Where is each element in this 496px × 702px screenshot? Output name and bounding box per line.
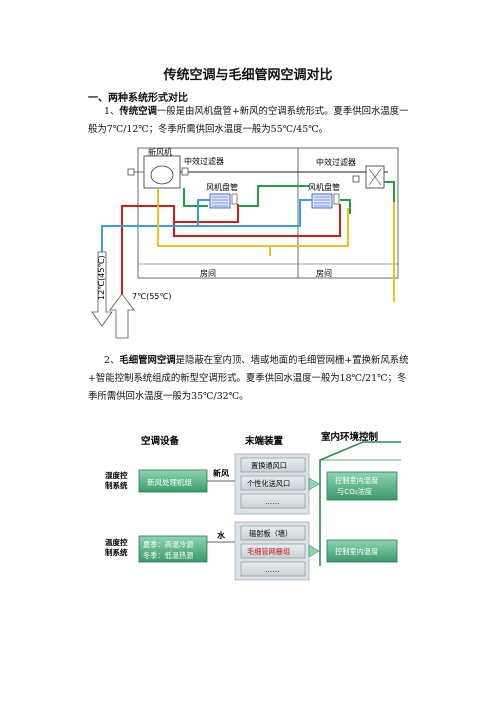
terminal-capillary-label: 毛细管网栅组 <box>247 547 290 556</box>
equip-source-box <box>138 535 208 563</box>
fresh-unit-label: 新风机 <box>148 147 172 157</box>
ctrl-co2-label: 与CO₂浓度 <box>337 487 372 496</box>
return-arrow-icon <box>91 251 113 327</box>
supply-pipe <box>121 204 341 310</box>
equip-fresh-air-label: 新风处理机组 <box>147 477 192 487</box>
para2-text2: +智能控制系统组成的新型空调形式。夏季供回水温度一般为18℃/21℃；冬 <box>88 373 407 384</box>
condensate-pipe <box>157 188 395 302</box>
row1-label-b: 制系统 <box>105 480 128 490</box>
para2-text3: 季所需供回水温度一般为35℃/32℃。 <box>88 391 249 402</box>
terminal-more-2: …… <box>265 565 279 574</box>
paragraph-capillary: 2、毛细管网空调是隐蔽在室内顶、墙或地面的毛细管网栅+置换新风系统 +智能控制系… <box>88 352 428 406</box>
ctrl-humidity-label: 控制室内湿度 <box>335 476 378 485</box>
medium-fresh-air: 新风 <box>213 468 229 478</box>
room-left-label: 房间 <box>200 268 216 278</box>
para1-text1: 一般是由风机盘管+新风的空调系统形式。夏季供回水温度一 <box>156 106 409 117</box>
terminal-capillary <box>240 543 306 559</box>
room-right-label: 房间 <box>316 268 332 278</box>
filter-left-icon <box>181 167 189 176</box>
row2-label-a: 温度控 <box>105 537 128 547</box>
paragraph-traditional: 1、传统空调一般是由风机盘管+新风的空调系统形式。夏季供回水温度一 般为7℃/1… <box>88 103 428 139</box>
return-pipe <box>101 199 312 252</box>
fan-icon <box>150 165 174 185</box>
row2-label-b: 制系统 <box>105 547 128 557</box>
terminal-displacement <box>240 457 306 473</box>
col-indoor-control: 室内环境控制 <box>321 431 379 443</box>
doc-title: 传统空调与毛细管网空调对比 <box>163 68 333 83</box>
para1-text2: 般为7℃/12℃；冬季所需供回水温度一般为55℃/45℃。 <box>88 124 329 135</box>
filter-right-icon <box>352 175 360 183</box>
para1-number: 1、 <box>104 106 120 117</box>
return-temp-label: 12℃(45℃) <box>97 255 106 300</box>
equip-source-summer: 夏季：高温冷源 <box>143 540 193 549</box>
terminal-personal-label: 个性化送风口 <box>247 479 290 488</box>
arrow-right-icon <box>308 544 320 558</box>
ctrl-humidity-box <box>326 471 398 501</box>
para1-term: 传统空调 <box>119 106 157 117</box>
traditional-system-diagram: 新风机 中效过滤器 中效过滤器 风机盘管 风机盘管 房间 房间 7℃(55℃) … <box>91 147 399 339</box>
col-terminal: 末端装置 <box>244 435 284 447</box>
para2-term: 毛细管网空调 <box>119 355 176 366</box>
filter-right-label: 中效过滤器 <box>316 157 356 167</box>
fcu-left-label: 风机盘管 <box>206 182 238 192</box>
ctrl-temperature-label: 控制室内温度 <box>335 547 378 556</box>
inlet-damper <box>127 168 135 176</box>
supply-temp-label: 7℃(55℃) <box>132 292 171 301</box>
capillary-system-diagram: 空调设备 末端装置 室内环境控制 湿度控 制系统 温度控 制系统 新风处理机组 … <box>105 431 401 581</box>
fcu-right-label: 风机盘管 <box>308 182 340 192</box>
col-equipment: 空调设备 <box>141 435 180 447</box>
terminal-radiant <box>240 525 306 541</box>
control-bracket <box>319 441 401 566</box>
row1-label-a: 湿度控 <box>105 470 128 480</box>
para2-number: 2、 <box>104 355 120 366</box>
equip-source-winter: 冬季：低温热源 <box>143 551 193 560</box>
section-heading: 一、两种系统形式对比 <box>88 93 188 104</box>
terminal-radiant-label: 辐射板（墙） <box>249 529 292 538</box>
terminal-more-1: …… <box>265 497 279 506</box>
terminal-displacement-label: 置换通风口 <box>251 461 287 470</box>
arrow-right-icon <box>308 477 320 491</box>
medium-water: 水 <box>216 530 226 540</box>
ctrl-temperature-box <box>326 539 398 563</box>
para2-text1: 是隐蔽在室内顶、墙或地面的毛细管网栅+置换新风系统 <box>175 355 409 366</box>
building-frame <box>137 147 399 279</box>
fresh-air-unit <box>143 155 181 189</box>
filter-left-label: 中效过滤器 <box>184 156 224 166</box>
supply-arrow-icon <box>109 293 135 339</box>
terminal-personal <box>240 475 306 491</box>
